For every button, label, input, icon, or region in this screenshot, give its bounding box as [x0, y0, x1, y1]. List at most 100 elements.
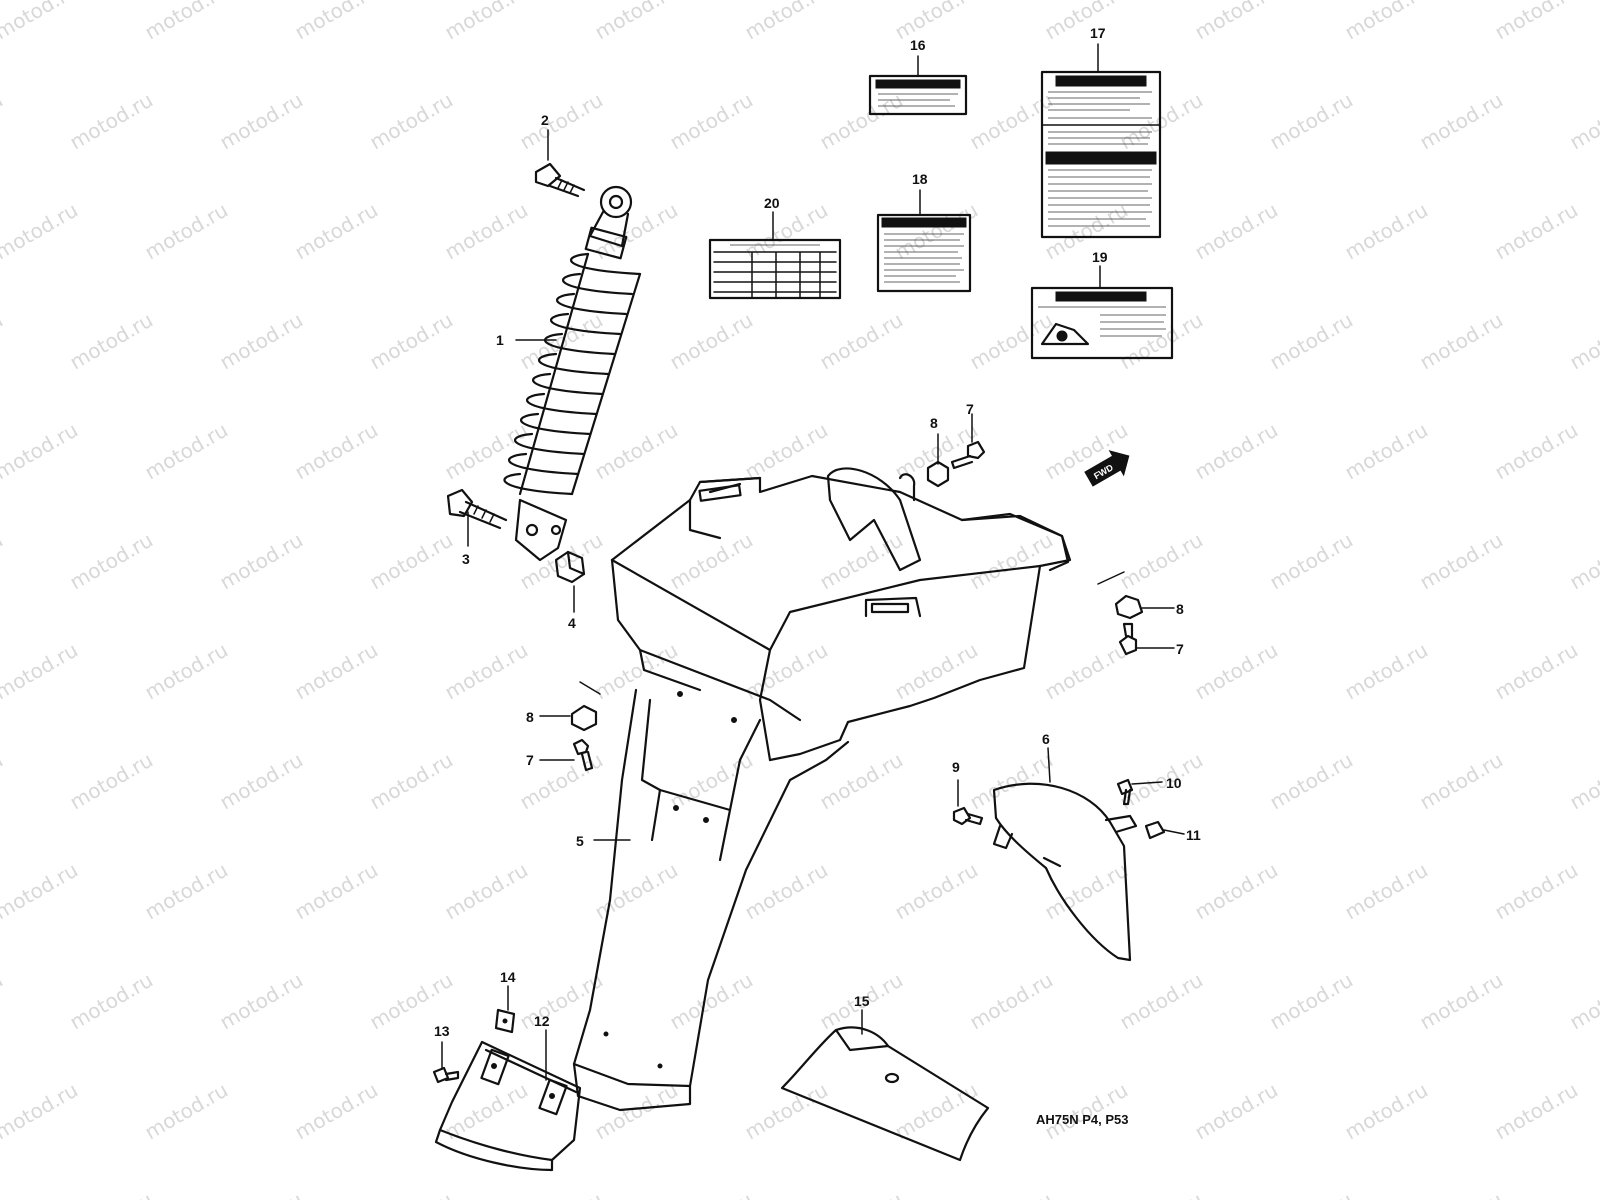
- watermark-text: motod.ru: [1266, 968, 1357, 1035]
- watermark-text: motod.ru: [66, 308, 157, 375]
- watermark-text: motod.ru: [741, 418, 832, 485]
- watermark-text: motod.ru: [66, 748, 157, 815]
- flap-screw: [432, 1066, 460, 1084]
- watermark-text: motod.ru: [0, 88, 7, 155]
- label-sticker-17: [1040, 70, 1162, 239]
- watermark-text: motod.ru: [66, 1188, 157, 1200]
- watermark-text: motod.ru: [891, 858, 982, 925]
- watermark-text: motod.ru: [1116, 308, 1207, 375]
- watermark-text: motod.ru: [441, 858, 532, 925]
- watermark-text: motod.ru: [1491, 0, 1582, 44]
- shock-nut: [554, 550, 586, 584]
- watermark-text: motod.ru: [66, 528, 157, 595]
- leader-lines: [441, 43, 1185, 1081]
- watermark-text: motod.ru: [1341, 1078, 1432, 1145]
- part-number-18: 18: [912, 171, 928, 187]
- watermark-text: motod.ru: [216, 748, 307, 815]
- watermark-text: motod.ru: [1191, 1078, 1282, 1145]
- clip-nut: [1144, 820, 1166, 840]
- part-number-4: 4: [568, 615, 576, 631]
- watermark-text: motod.ru: [891, 198, 982, 265]
- watermark-text: motod.ru: [366, 748, 457, 815]
- watermark-text: motod.ru: [141, 638, 232, 705]
- watermark-text: motod.ru: [1191, 638, 1282, 705]
- mudguard-screw: [1116, 778, 1134, 806]
- part-number-12: 12: [534, 1013, 550, 1029]
- watermark-text: motod.ru: [1416, 968, 1507, 1035]
- watermark-text: motod.ru: [0, 0, 82, 44]
- part-number-8-right: 8: [1176, 601, 1184, 617]
- diagram-reference-code: AH75N P4, P53: [1036, 1112, 1129, 1127]
- watermark-text: motod.ru: [216, 88, 307, 155]
- watermark-text: motod.ru: [216, 968, 307, 1035]
- watermark-text: motod.ru: [1041, 0, 1132, 44]
- watermark-text: motod.ru: [0, 1078, 82, 1145]
- watermark-text: motod.ru: [1191, 0, 1282, 44]
- watermark-text: motod.ru: [0, 528, 7, 595]
- inner-mudguard: [992, 782, 1138, 962]
- watermark-text: motod.ru: [591, 0, 682, 44]
- watermark-text: motod.ru: [666, 528, 757, 595]
- part-number-10: 10: [1166, 775, 1182, 791]
- watermark-text: motod.ru: [1191, 198, 1282, 265]
- watermark-text: motod.ru: [291, 858, 382, 925]
- part-number-20: 20: [764, 195, 780, 211]
- watermark-text: motod.ru: [0, 418, 82, 485]
- part-number-13: 13: [434, 1023, 450, 1039]
- part-number-1: 1: [496, 332, 504, 348]
- part-number-8-left: 8: [526, 709, 534, 725]
- watermark-text: motod.ru: [1341, 858, 1432, 925]
- watermark-text: motod.ru: [966, 528, 1057, 595]
- watermark-text: motod.ru: [1116, 1188, 1207, 1200]
- watermark-text: motod.ru: [741, 1078, 832, 1145]
- rear-fender: [572, 467, 1072, 1112]
- watermark-text: motod.ru: [891, 1078, 982, 1145]
- shock-upper-bolt: [534, 162, 586, 198]
- watermark-text: motod.ru: [0, 968, 7, 1035]
- part-number-6: 6: [1042, 731, 1050, 747]
- shock-absorber: [503, 185, 642, 562]
- watermark-text: motod.ru: [0, 1188, 7, 1200]
- shock-lower-bolt: [446, 488, 508, 530]
- watermark-text: motod.ru: [1491, 418, 1582, 485]
- watermark-text: motod.ru: [1491, 198, 1582, 265]
- watermark-text: motod.ru: [966, 1188, 1057, 1200]
- part-number-14: 14: [500, 969, 516, 985]
- watermark-text: motod.ru: [291, 1078, 382, 1145]
- watermark-text: motod.ru: [516, 968, 607, 1035]
- watermark-text: motod.ru: [666, 88, 757, 155]
- fwd-arrow-icon: FWD: [1084, 450, 1130, 487]
- watermark-text: motod.ru: [291, 638, 382, 705]
- watermark-text: motod.ru: [141, 858, 232, 925]
- watermark-text: motod.ru: [216, 528, 307, 595]
- watermark-text: motod.ru: [1491, 638, 1582, 705]
- watermark-text: motod.ru: [1566, 1188, 1600, 1200]
- watermark-text: motod.ru: [816, 1188, 907, 1200]
- nut-left: [570, 681, 601, 732]
- watermark-text: motod.ru: [591, 858, 682, 925]
- watermark-text: motod.ru: [1416, 528, 1507, 595]
- watermark-text: motod.ru: [66, 968, 157, 1035]
- watermark-text: motod.ru: [1566, 88, 1600, 155]
- watermark-text: motod.ru: [1266, 1188, 1357, 1200]
- mudguard-bolt: [952, 806, 984, 826]
- watermark-text: motod.ru: [291, 198, 382, 265]
- watermark-text: motod.ru: [1416, 748, 1507, 815]
- watermark-text: motod.ru: [1491, 1078, 1582, 1145]
- watermark-text: motod.ru: [0, 638, 82, 705]
- part-number-16: 16: [910, 37, 926, 53]
- part-number-15: 15: [854, 993, 870, 1009]
- watermark-text: motod.ru: [516, 88, 607, 155]
- part-number-9: 9: [952, 759, 960, 775]
- part-number-2: 2: [541, 112, 549, 128]
- watermark-text: motod.ru: [966, 88, 1057, 155]
- watermark-text: motod.ru: [1566, 968, 1600, 1035]
- watermark-text: motod.ru: [891, 638, 982, 705]
- watermark-text: motod.ru: [1266, 528, 1357, 595]
- watermark-text: motod.ru: [1191, 858, 1282, 925]
- watermark-text: motod.ru: [1041, 638, 1132, 705]
- mud-flap: [434, 1040, 582, 1172]
- watermark-text: motod.ru: [441, 198, 532, 265]
- watermark-text: motod.ru: [0, 308, 7, 375]
- watermark-text: motod.ru: [741, 198, 832, 265]
